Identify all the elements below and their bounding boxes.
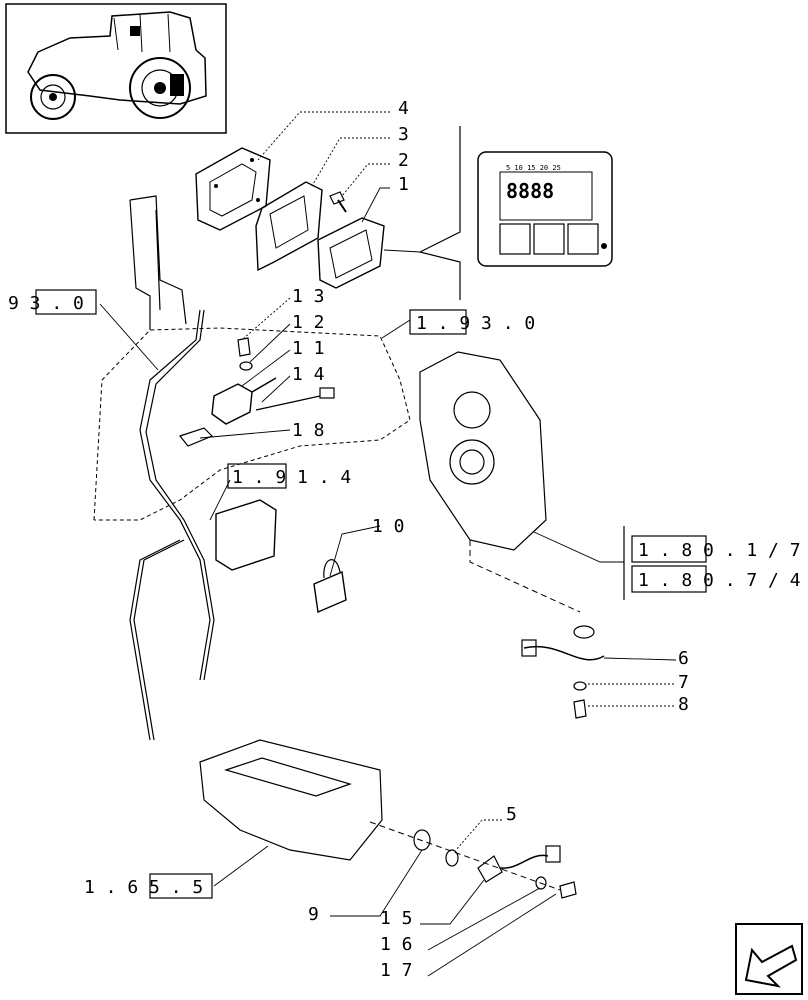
- ref-1-91-4: 1 . 9 1 . 4: [232, 467, 351, 488]
- tractor-thumbnail: [5, 3, 227, 134]
- part-10-relay: [313, 559, 347, 614]
- label-part-8: 8: [678, 694, 689, 715]
- part-12-washer: [239, 361, 253, 371]
- display-button-2: [533, 223, 565, 255]
- part-1-instrument: [317, 217, 385, 289]
- ref-1-80-1-7-box: [631, 535, 707, 563]
- ref-93-0: 9 3 . 0: [8, 293, 84, 314]
- part-16-washer: [535, 876, 547, 890]
- ref-1-91-4-box: [227, 463, 287, 489]
- part-8-screw: [573, 699, 587, 719]
- part-15-sensor: [445, 845, 561, 883]
- display-scale: 5 10 15 20 25: [506, 164, 561, 172]
- next-page-arrow-icon[interactable]: [735, 923, 803, 995]
- ref-1-65-5: 1 . 6 5 . 5: [84, 877, 203, 898]
- label-part-5: 5: [506, 804, 517, 825]
- harness-cables: [129, 309, 215, 741]
- label-part-13: 1 3: [292, 286, 325, 307]
- instrument-display-detail: 5 10 15 20 25 8888: [383, 126, 613, 300]
- part-9-spacer: [413, 829, 431, 851]
- ref-1-80-1-7: 1 . 8 0 . 1 / 7: [638, 540, 801, 561]
- part-6-sensor: [521, 625, 605, 661]
- part-7-washer: [573, 681, 587, 691]
- label-part-11: 1 1: [292, 338, 325, 359]
- label-part-9: 9: [308, 904, 319, 925]
- axle-housing: [199, 739, 383, 861]
- label-part-1: 1: [398, 174, 409, 195]
- label-part-3: 3: [398, 124, 409, 145]
- ref-1-80-7-4-box: [631, 565, 707, 593]
- ref-1-93-0: 1 . 9 3 . 0: [416, 313, 535, 334]
- part-11-switch: [211, 377, 277, 425]
- relay-box: [215, 499, 277, 571]
- display-button-3: [567, 223, 599, 255]
- part-13-screw: [237, 337, 251, 357]
- label-part-18: 1 8: [292, 420, 325, 441]
- cab-pillar: [129, 195, 187, 330]
- ref-1-80-7-4: 1 . 8 0 . 7 / 4: [638, 570, 801, 591]
- label-part-7: 7: [678, 672, 689, 693]
- ref-1-93-0-box: [409, 309, 467, 335]
- label-part-15: 1 5: [380, 908, 413, 929]
- part-2-screw: [329, 191, 347, 213]
- label-part-17: 1 7: [380, 960, 413, 981]
- transmission-housing: [419, 351, 547, 551]
- ref-1-65-5-box: [149, 873, 213, 899]
- part-18-plate: [178, 427, 214, 447]
- label-part-10: 1 0: [372, 516, 405, 537]
- label-part-16: 1 6: [380, 934, 413, 955]
- label-part-4: 4: [398, 98, 409, 119]
- wiring-harness-outline: [93, 327, 411, 521]
- display-button-1: [499, 223, 531, 255]
- label-part-12: 1 2: [292, 312, 325, 333]
- part-3-bracket: [255, 181, 323, 272]
- display-digits: 8888: [506, 179, 554, 203]
- ref-93-0-box: [35, 289, 97, 315]
- part-17-screw: [559, 881, 577, 899]
- leader-lines: [99, 111, 677, 977]
- part-14-connector: [255, 387, 335, 411]
- label-part-2: 2: [398, 150, 409, 171]
- label-part-6: 6: [678, 648, 689, 669]
- label-part-14: 1 4: [292, 364, 325, 385]
